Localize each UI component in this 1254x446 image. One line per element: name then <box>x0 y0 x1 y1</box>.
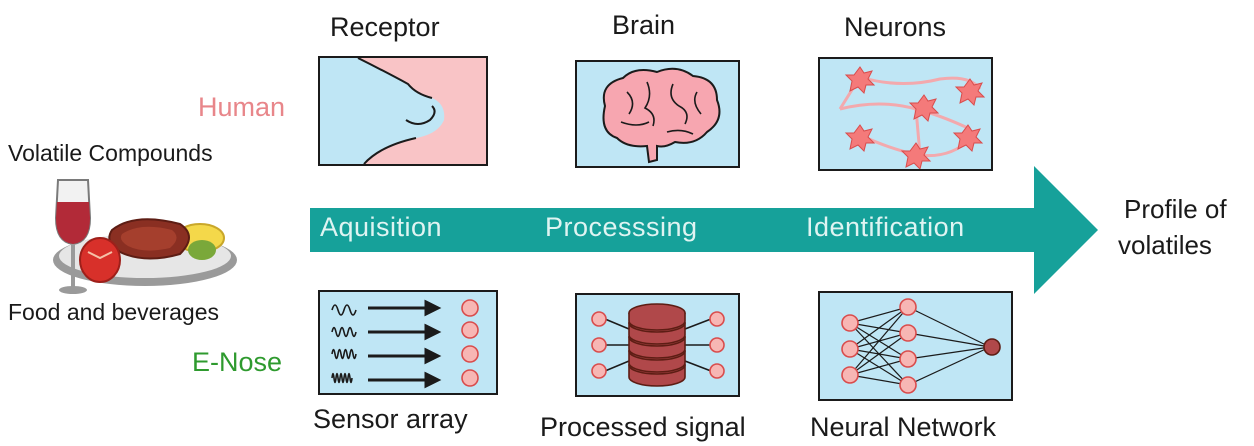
nose-icon <box>357 58 486 164</box>
stage-acquisition: Aquisition <box>320 212 443 242</box>
panel-neurons <box>818 57 993 171</box>
label-food-beverages: Food and beverages <box>8 299 219 325</box>
panel-neural-network <box>818 291 1013 401</box>
stage-identification: Identification <box>806 212 965 242</box>
label-neurons: Neurons <box>844 12 947 42</box>
database-icon <box>591 303 725 387</box>
label-receptor: Receptor <box>330 12 440 42</box>
panel-processed-signal <box>575 293 740 397</box>
neural-network-icon <box>841 298 1001 394</box>
panel-brain <box>575 60 740 168</box>
sensor-array-icon <box>331 299 479 389</box>
label-volatile-compounds: Volatile Compounds <box>8 140 213 166</box>
label-human: Human <box>198 92 286 122</box>
label-processed-signal: Processed signal <box>540 412 746 442</box>
label-sensor-array: Sensor array <box>313 404 468 434</box>
result-line-2: volatiles <box>1118 230 1212 260</box>
neurons-icon <box>838 66 986 169</box>
label-neural-network: Neural Network <box>810 412 997 442</box>
label-brain: Brain <box>612 10 676 40</box>
result-line-1: Profile of <box>1124 194 1227 224</box>
panel-receptor <box>318 56 488 166</box>
panel-sensor-array <box>318 290 498 395</box>
stage-processing: Processsing <box>545 212 698 242</box>
process-arrow <box>310 166 1098 294</box>
label-enose: E-Nose <box>192 347 283 377</box>
brain-icon <box>602 67 721 164</box>
food-beverages-icon <box>53 179 237 294</box>
